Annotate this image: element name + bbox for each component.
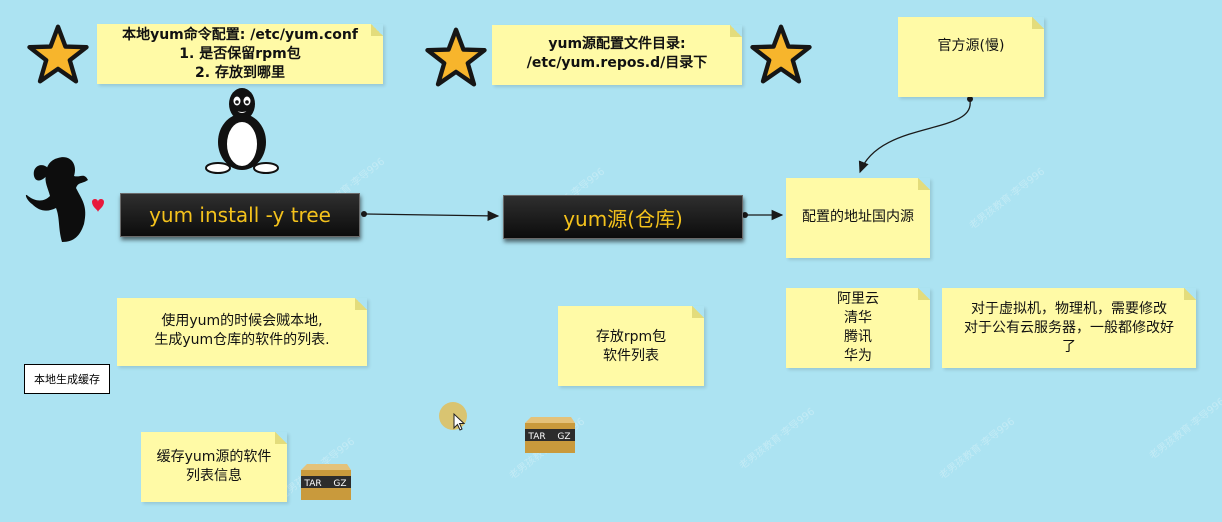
star-icon bbox=[425, 27, 487, 87]
note-line: /etc/yum.repos.d/目录下 bbox=[526, 55, 708, 71]
connector-dot bbox=[967, 96, 973, 102]
note-line: 官方源(慢) bbox=[937, 38, 1005, 54]
note-line: 配置的地址国内源 bbox=[802, 209, 914, 225]
linux-penguin-icon bbox=[205, 88, 279, 174]
note-local-list: 使用yum的时候会贼本地, 生成yum仓库的软件的列表. bbox=[117, 298, 367, 366]
person-silhouette-icon bbox=[25, 157, 104, 242]
tar-label: TAR bbox=[527, 432, 545, 442]
star-icon bbox=[27, 24, 89, 84]
tar-gz-archive-icon: TAR GZ bbox=[525, 417, 575, 453]
note-line: 使用yum的时候会贼本地, bbox=[161, 313, 323, 329]
connector-dot bbox=[361, 211, 367, 217]
arrow-install-to-repo bbox=[365, 210, 500, 222]
tar-label: TAR bbox=[303, 479, 321, 489]
note-official-source: 官方源(慢) bbox=[898, 17, 1044, 97]
arrow-official-to-domestic bbox=[858, 100, 971, 174]
note-cache-info: 缓存yum源的软件 列表信息 bbox=[141, 432, 287, 502]
note-line: 了 bbox=[1062, 339, 1076, 355]
note-line: 软件列表 bbox=[603, 348, 659, 364]
note-line: 生成yum仓库的软件的列表. bbox=[154, 332, 330, 348]
star-icon bbox=[750, 24, 812, 84]
note-line: 阿里云 bbox=[837, 291, 879, 307]
yum-repo-box: yum源(仓库) bbox=[503, 195, 743, 239]
note-line: 1. 是否保留rpm包 bbox=[179, 46, 301, 62]
note-rpm-store: 存放rpm包 软件列表 bbox=[558, 306, 704, 386]
note-vm-cloud: 对于虚拟机，物理机，需要修改 对于公有云服务器，一般都修改好 了 bbox=[942, 288, 1196, 368]
note-local-config: 本地yum命令配置: /etc/yum.conf 1. 是否保留rpm包 2. … bbox=[97, 24, 383, 84]
note-line: 华为 bbox=[844, 348, 872, 364]
local-cache-label: 本地生成缓存 bbox=[24, 364, 110, 394]
note-line: 列表信息 bbox=[186, 468, 242, 484]
note-mirrors: 阿里云 清华 腾讯 华为 bbox=[786, 288, 930, 368]
yum-install-command: yum install -y tree bbox=[120, 193, 360, 237]
gz-label: GZ bbox=[333, 479, 346, 489]
note-line: 腾讯 bbox=[844, 329, 872, 345]
mouse-cursor-icon bbox=[439, 402, 467, 431]
gz-label: GZ bbox=[557, 432, 570, 442]
note-line: 对于虚拟机，物理机，需要修改 bbox=[971, 301, 1167, 317]
note-line: yum源配置文件目录: bbox=[548, 36, 686, 52]
note-line: 2. 存放到哪里 bbox=[195, 65, 285, 81]
tar-gz-archive-icon: TAR GZ bbox=[301, 464, 351, 500]
note-line: 本地yum命令配置: /etc/yum.conf bbox=[122, 27, 358, 43]
note-line: 对于公有云服务器，一般都修改好 bbox=[964, 320, 1174, 336]
connector-dot bbox=[742, 212, 748, 218]
note-domestic-source: 配置的地址国内源 bbox=[786, 178, 930, 258]
note-repo-dir: yum源配置文件目录: /etc/yum.repos.d/目录下 bbox=[492, 25, 742, 85]
note-line: 缓存yum源的软件 bbox=[156, 449, 272, 465]
note-line: 清华 bbox=[844, 310, 872, 326]
note-line: 存放rpm包 bbox=[595, 329, 667, 345]
